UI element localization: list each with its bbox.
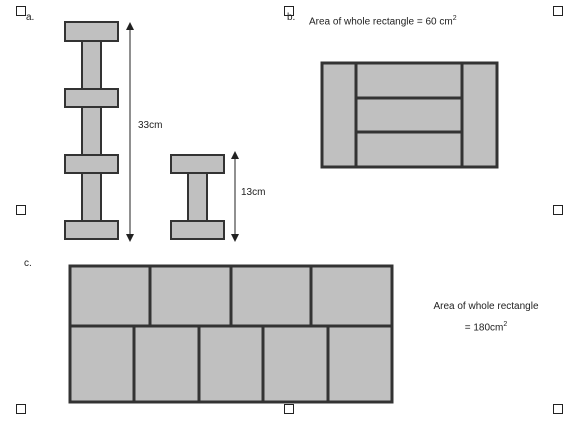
tall-stack-cap-4: [64, 220, 119, 240]
tall-stack-cap-1: [64, 21, 119, 42]
resize-handle-bottom-right[interactable]: [553, 404, 563, 414]
resize-handle-top-right[interactable]: [553, 6, 563, 16]
tall-stack-post-3: [81, 172, 102, 222]
short-unit-post: [187, 172, 208, 222]
part-c-bottom-tile-4: [261, 324, 330, 404]
part-b-area-text: Area of whole rectangle = 60 cm2: [309, 10, 457, 31]
part-b-middle-strip-3: [354, 130, 464, 169]
short-measure-label: 13cm: [241, 187, 266, 198]
part-c-top-tile-1: [68, 264, 152, 328]
part-c-area-text: Area of whole rectangle = 180cm2: [420, 298, 552, 337]
part-c-bottom-tile-5: [326, 324, 394, 404]
part-c-bottom-tile-2: [132, 324, 201, 404]
tall-stack-cap-3: [64, 154, 119, 174]
part-b-area-main: Area of whole rectangle = 60 cm: [309, 16, 453, 28]
label-b: b.: [287, 12, 296, 23]
resize-handle-bottom-left[interactable]: [16, 404, 26, 414]
resize-handle-top-left[interactable]: [16, 6, 26, 16]
part-b-area-sup: 2: [452, 15, 457, 22]
part-c-area-line2: = 180cm: [464, 322, 504, 334]
label-a: a.: [26, 12, 35, 23]
part-b-right-panel: [460, 61, 499, 169]
part-c-top-tile-2: [148, 264, 233, 328]
part-b-middle-strip-2: [354, 96, 464, 134]
resize-handle-top-middle[interactable]: [284, 6, 294, 16]
tall-stack-post-2: [81, 106, 102, 156]
part-b-left-panel: [320, 61, 358, 169]
resize-handle-bottom-middle[interactable]: [284, 404, 294, 414]
tall-stack-post-1: [81, 40, 102, 90]
label-c: c.: [24, 258, 32, 269]
resize-handle-middle-left[interactable]: [16, 205, 26, 215]
tall-stack-cap-2: [64, 88, 119, 108]
part-c-area-line2-wrap: = 180cm2: [420, 316, 552, 337]
part-b-middle-strip-1: [354, 61, 464, 100]
tall-measure-label: 33cm: [138, 120, 163, 131]
part-c-area-sup: 2: [503, 321, 508, 328]
part-c-bottom-tile-3: [197, 324, 265, 404]
part-c-top-tile-3: [229, 264, 313, 328]
part-c-area-line1: Area of whole rectangle: [433, 301, 539, 312]
part-c-top-tile-4: [309, 264, 394, 328]
resize-handle-middle-right[interactable]: [553, 205, 563, 215]
part-c-bottom-tile-1: [68, 324, 136, 404]
short-unit-bottom-cap: [170, 220, 225, 240]
short-unit-top-cap: [170, 154, 225, 174]
